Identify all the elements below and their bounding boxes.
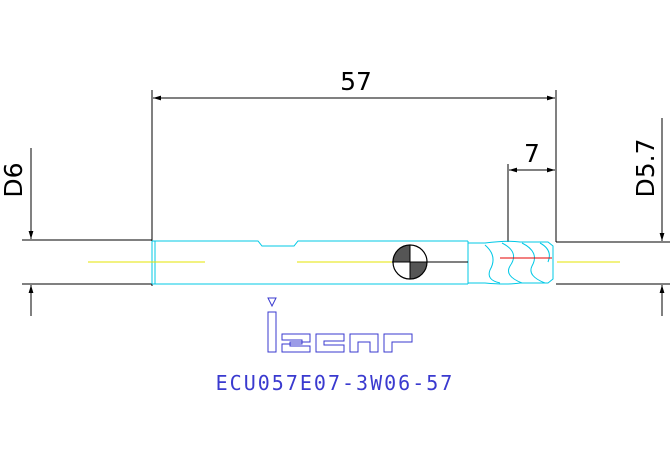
flute-3: [521, 242, 546, 284]
section-quadrant-2: [410, 262, 427, 279]
end-mill-body: [88, 240, 620, 285]
logo-letter-r: [383, 333, 413, 353]
overall-length-dimension: 57: [151, 67, 557, 286]
flute-2: [501, 242, 523, 284]
logo-letter-c: [315, 333, 345, 353]
shank-top-edge: [152, 240, 468, 247]
logo-dot: [267, 297, 277, 308]
flute-1: [484, 244, 501, 284]
dimension-label-d6: D6: [0, 162, 28, 197]
flute-4: [539, 242, 550, 263]
logo-letter-i: [267, 311, 277, 353]
section-symbol: [392, 244, 428, 280]
cutting-diameter-dimension: D5.7: [556, 118, 670, 316]
dimension-label-57: 57: [340, 67, 372, 96]
cutting-head-outline: [468, 240, 554, 285]
shank-diameter-dimension: D6: [0, 148, 152, 316]
logo-letter-s: [281, 333, 311, 353]
logo-letter-a: [349, 333, 379, 353]
section-quadrant-1: [393, 245, 410, 262]
part-number: ECU057E07-3W06-57: [216, 371, 455, 395]
dimension-label-7: 7: [524, 139, 540, 168]
dimension-label-d57: D5.7: [631, 138, 660, 197]
cutting-length-dimension: 7: [507, 139, 555, 242]
drawing-area: [0, 62, 670, 398]
iscar-logo: [267, 297, 413, 353]
